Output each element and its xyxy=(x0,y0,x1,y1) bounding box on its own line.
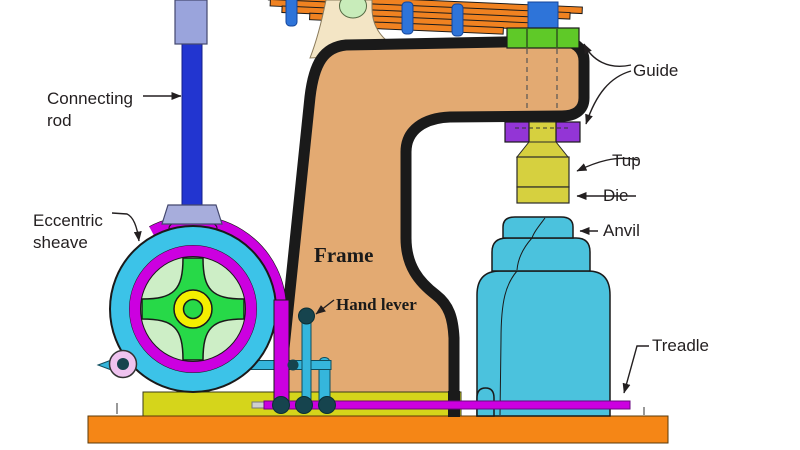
lever-pivot-pin-icon xyxy=(117,358,129,370)
label-eccentric-sheave-line1: Eccentric xyxy=(33,211,103,230)
anvil-assembly xyxy=(476,216,611,417)
tick-mark xyxy=(116,403,118,414)
anvil-block xyxy=(476,270,611,417)
treadle-joint-ball xyxy=(295,396,313,414)
guide-block-bottom-left xyxy=(504,121,530,143)
die-block xyxy=(516,186,570,204)
label-tup: Tup xyxy=(612,151,641,170)
label-anvil: Anvil xyxy=(603,221,640,240)
arrow-guide-bottom xyxy=(585,70,632,125)
treadle-joint-ball xyxy=(272,396,290,414)
tup-taper xyxy=(515,141,570,158)
label-hand-lever: Hand lever xyxy=(336,295,417,314)
guide-block-bottom-right xyxy=(555,121,581,143)
spring-clamp-icon xyxy=(451,3,464,37)
frame-body xyxy=(272,35,590,412)
eccentric-strap-rod xyxy=(273,299,290,405)
arrow-treadle xyxy=(622,345,649,394)
anvil-contour-line xyxy=(516,237,533,271)
part-labels: Connecting rod Eccentric sheave Guide Tu… xyxy=(33,61,709,355)
spring-pivot-pin-icon xyxy=(339,0,367,19)
leader-arrows xyxy=(111,43,649,394)
eccentric-sheave-wheel xyxy=(109,0,290,405)
spring-clamps xyxy=(285,0,464,37)
label-guide: Guide xyxy=(633,61,678,80)
hand-lever-rod xyxy=(301,314,312,406)
sheave-ring xyxy=(129,245,257,373)
hand-lever-knob xyxy=(298,307,315,325)
spring-clamp-icon xyxy=(401,1,414,35)
spring-clamp-icon xyxy=(285,0,298,27)
anvil-contour-line xyxy=(531,217,546,239)
treadle-joint-ball xyxy=(318,396,336,414)
arrow-guide-top xyxy=(583,43,632,67)
arrow-tup xyxy=(576,157,639,172)
arrow-eccentric-sheave xyxy=(111,212,142,242)
hidden-rod-dashes xyxy=(526,49,558,111)
label-connecting-rod-line1: Connecting xyxy=(47,89,133,108)
label-connecting-rod-line2: rod xyxy=(47,111,72,130)
tick-mark xyxy=(643,407,645,415)
treadle-rod xyxy=(263,400,631,410)
link-joint-small xyxy=(287,359,299,371)
foundation-base xyxy=(87,415,669,444)
label-frame: Frame xyxy=(314,243,373,267)
anvil-step xyxy=(491,237,591,272)
tup-rod-clamp-block xyxy=(527,1,559,30)
eccentric-strap-cap xyxy=(161,204,223,225)
wheel-axle xyxy=(182,298,204,320)
label-treadle: Treadle xyxy=(652,336,709,355)
label-eccentric-sheave-line2: sheave xyxy=(33,233,88,252)
tup-body xyxy=(516,156,570,188)
arrow-hand-lever xyxy=(315,299,335,315)
tup-neck xyxy=(528,121,557,143)
label-die: Die xyxy=(603,186,629,205)
connecting-rod-cap xyxy=(174,0,208,45)
anvil-contour-line xyxy=(499,270,518,416)
connecting-rod-shaft xyxy=(181,37,203,209)
guide-block-top xyxy=(506,27,580,49)
